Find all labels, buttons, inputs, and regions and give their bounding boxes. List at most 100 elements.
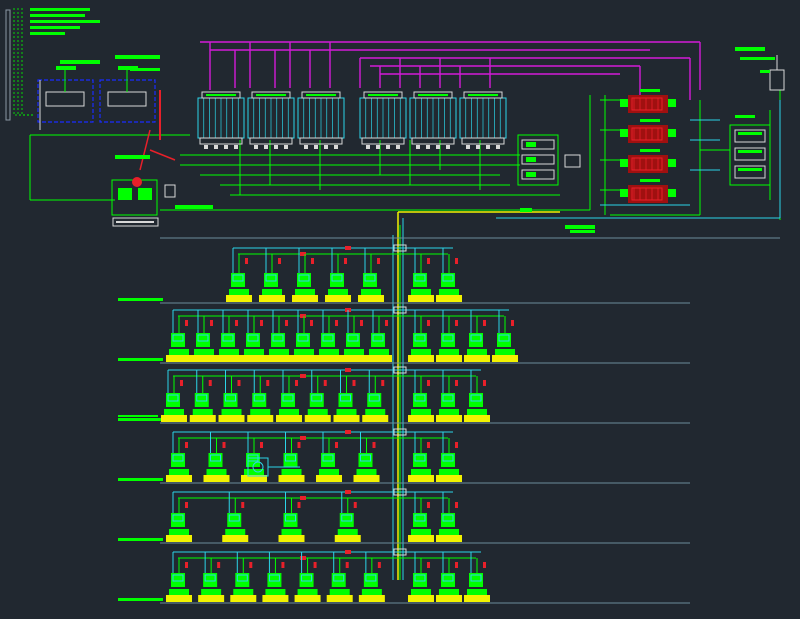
unit-pad (198, 595, 225, 602)
unit-body (469, 573, 483, 587)
unit-body (441, 273, 455, 287)
unit-base (229, 289, 249, 295)
air-handling-unit-icon (304, 370, 331, 422)
air-handling-unit-icon (241, 432, 267, 482)
unit-coil (232, 274, 244, 282)
unit-body (221, 333, 235, 347)
tower-fan-bar (256, 94, 286, 96)
unit-valve (266, 380, 270, 386)
note-bar (30, 26, 80, 29)
unit-base (361, 289, 381, 295)
cooling-tower-icon (297, 91, 345, 149)
chiller-icon (620, 119, 676, 143)
air-handling-unit-icon (408, 370, 434, 422)
riser-tee (393, 306, 407, 314)
unit-pad (358, 295, 384, 302)
unit-valve (427, 442, 430, 448)
note-bar (30, 8, 90, 11)
chiller-inlet (620, 159, 628, 167)
chiller-inlet (620, 129, 628, 137)
chiller-shell (631, 127, 663, 141)
ahu-label (735, 115, 755, 118)
tower-leg (376, 145, 380, 149)
unit-base (244, 469, 264, 475)
unit-body (194, 393, 209, 407)
unit-valve (455, 562, 458, 568)
unit-pad (218, 415, 245, 422)
chiller-shell (631, 97, 663, 111)
label-bar (175, 205, 213, 209)
chiller-shell (631, 157, 663, 171)
tower-basin (299, 137, 343, 145)
chiller-inlet (620, 189, 628, 197)
unit-valve (377, 258, 380, 264)
unit-coil (172, 454, 184, 462)
unit-body (297, 273, 311, 287)
air-handling-unit-icon (436, 248, 462, 302)
floor-level (118, 244, 690, 304)
floor-label (118, 598, 163, 601)
unit-pad (278, 475, 305, 482)
air-handling-unit-icon (226, 248, 252, 302)
chiller-outlet (668, 189, 676, 197)
air-handling-unit-icon (230, 552, 257, 602)
tank-label (760, 70, 770, 73)
magenta-header-pipes (200, 41, 701, 105)
unit-coil (222, 334, 234, 342)
floor-branches (118, 244, 690, 604)
unit-valve (185, 562, 188, 568)
unit-pad (222, 535, 249, 542)
air-handling-unit-icon (316, 432, 342, 482)
air-handling-unit-icon (362, 370, 389, 422)
ahu-frame (729, 124, 771, 186)
unit-coil (442, 514, 454, 522)
unit-base (467, 349, 487, 355)
unit-pad (316, 355, 342, 362)
unit-valve (245, 258, 248, 264)
tower-fan-bar (418, 94, 448, 96)
valve-red (300, 374, 306, 378)
air-handling-unit-icon (166, 492, 192, 542)
unit-body (469, 393, 483, 407)
ahu-bar (738, 150, 762, 153)
filter (564, 154, 581, 168)
unit-body (358, 453, 373, 467)
skid-label-frame (112, 217, 159, 227)
tower-leg (426, 145, 430, 149)
unit-base (411, 349, 431, 355)
air-handling-unit-icon (191, 310, 217, 362)
unit-coil (498, 334, 510, 342)
unit-coil (197, 334, 209, 342)
ahu-coil (734, 129, 766, 143)
floor-label (118, 418, 163, 421)
label-bar (565, 225, 595, 229)
air-handling-unit-icon (729, 115, 771, 186)
air-handling-unit-icon (333, 370, 360, 422)
unit-pad (366, 355, 392, 362)
unit-pad (230, 595, 257, 602)
unit-valve (455, 502, 458, 508)
unit-body (321, 453, 335, 467)
unit-base (219, 349, 239, 355)
unit-valve (208, 380, 212, 386)
unit-coil (236, 574, 248, 582)
air-handling-unit-icon (408, 492, 434, 542)
unit-coil (414, 454, 426, 462)
unit-valve (483, 320, 486, 326)
unit-body (331, 573, 346, 587)
left-equipment (37, 55, 213, 227)
unit-body (235, 573, 250, 587)
air-handling-unit-icon (408, 432, 434, 482)
skid-label (116, 221, 154, 223)
unit-coil (253, 394, 265, 402)
unit-pad (203, 475, 230, 482)
unit-body (338, 393, 353, 407)
unit-valve (483, 562, 486, 568)
unit-coil (414, 334, 426, 342)
tower-leg (416, 145, 420, 149)
unit-pad (247, 415, 274, 422)
unit-coil (347, 334, 359, 342)
unit-coil (414, 274, 426, 282)
cooling-tower-array (197, 91, 507, 149)
unit-valve (427, 258, 430, 264)
